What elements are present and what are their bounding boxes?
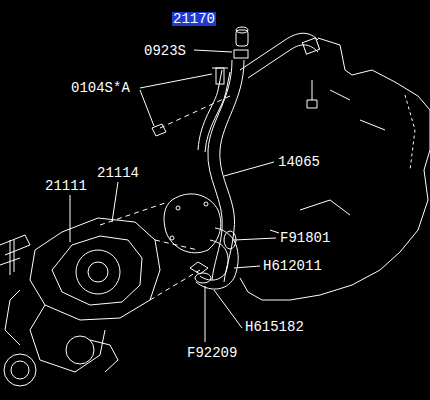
hose: [190, 228, 238, 289]
callout-number: 21111: [44, 179, 88, 193]
leader-lines: [70, 50, 276, 342]
alignment-lines: [100, 96, 230, 300]
callout-number: 0923S: [143, 44, 187, 58]
callout-number: 21114: [96, 166, 140, 180]
callout-number: H612011: [262, 259, 323, 273]
callout-number: F91801: [279, 231, 331, 245]
callout-number: F92209: [186, 346, 238, 360]
engine-block: [240, 38, 430, 300]
callout-number: H615182: [244, 320, 305, 334]
callout-number: 21170: [172, 12, 216, 26]
callout-number: 0104S*A: [70, 81, 131, 95]
callout-number: 14065: [277, 155, 321, 169]
water-pump: [0, 218, 160, 386]
gasket: [164, 194, 221, 253]
